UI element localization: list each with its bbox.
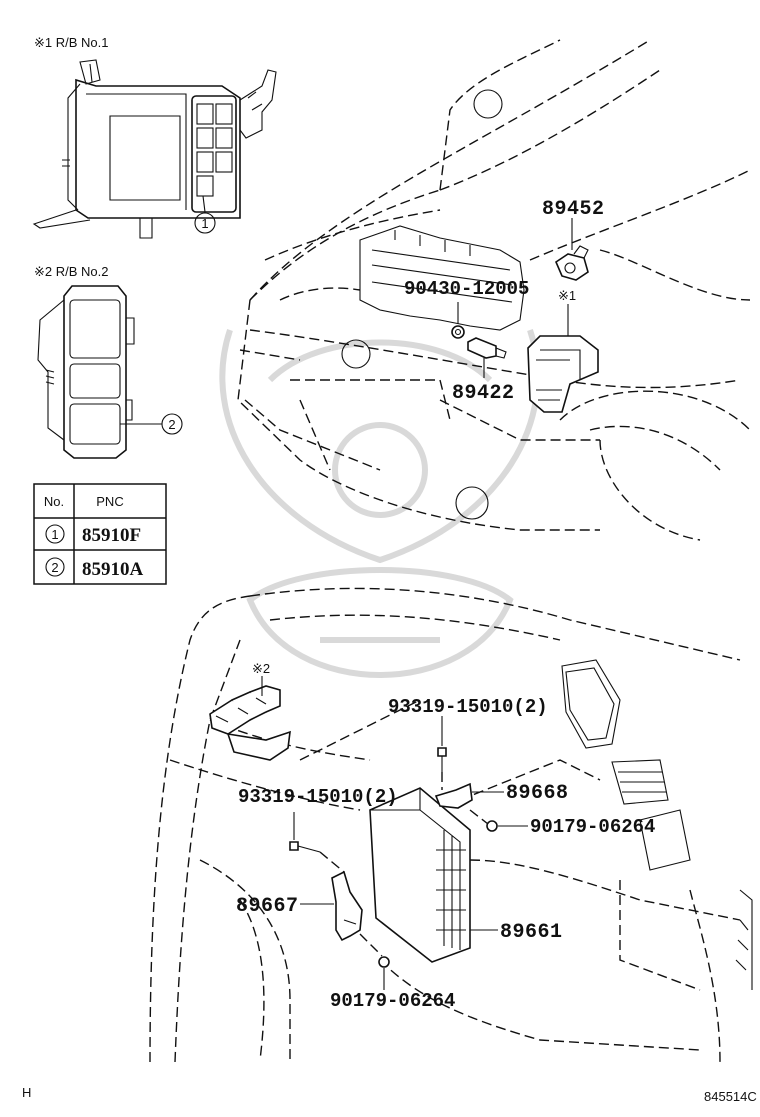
part-screw-top — [437, 747, 447, 772]
assembly-line — [319, 851, 345, 873]
engine-view: 89452 ※1 90430-12005 89422 — [237, 39, 751, 541]
callout-1-circle — [194, 212, 216, 234]
pnc-table-row-no: 1 — [51, 527, 58, 542]
label-screw-left: 93319-15010(2) — [238, 786, 398, 808]
pnc-table-border — [33, 483, 167, 585]
cabin-view: ※2 89661 93319-15010(2) 89668 90179-0 — [149, 587, 753, 1063]
pnc-table-header-pnc: PNC — [96, 494, 123, 509]
label-ref1: ※1 — [558, 288, 576, 303]
inset-rb2: ※2 R/B No.2 2 — [34, 264, 183, 459]
row-number-circle — [45, 524, 65, 544]
part-screw-left — [289, 841, 321, 853]
row-number-circle — [45, 557, 65, 577]
assembly-line — [469, 809, 489, 825]
pnc-table-row-pnc: 85910F — [82, 525, 141, 546]
callout-2-circle — [161, 413, 183, 435]
label-89452: 89452 — [542, 198, 605, 221]
assembly-line — [359, 933, 383, 957]
pnc-table-row: 1 85910F — [45, 524, 141, 546]
label-89668: 89668 — [506, 782, 569, 805]
callout-2-number: 2 — [168, 417, 175, 432]
part-90430-gasket — [451, 325, 465, 339]
pnc-table-header-no: No. — [44, 494, 64, 509]
part-89422-sensor — [467, 337, 507, 359]
callout-1-leader — [202, 195, 206, 213]
inset-rb1-title: ※1 R/B No.1 — [34, 35, 108, 50]
part-89661-ecu — [369, 787, 471, 963]
part-89667-bracket — [331, 870, 363, 942]
part-rb1-location — [527, 335, 599, 413]
footer-left-code: H — [22, 1085, 31, 1100]
part-nut-bottom — [378, 956, 390, 968]
pnc-table-row-no: 2 — [51, 560, 58, 575]
part-nut-top — [486, 820, 498, 832]
pnc-table-row-pnc: 85910A — [82, 559, 144, 580]
instrument-panel-vents — [561, 659, 753, 990]
label-89661: 89661 — [500, 921, 563, 944]
inset-rb1: ※1 R/B No.1 1 — [32, 35, 277, 239]
watermark — [219, 329, 541, 678]
part-89668-bracket — [434, 782, 473, 809]
callout-1-number: 1 — [201, 216, 208, 231]
pnc-table-row: 2 85910A — [45, 557, 144, 580]
relay-block-1-drawing — [32, 59, 277, 239]
label-nut-bottom: 90179-06264 — [330, 990, 455, 1012]
label-ref2: ※2 — [252, 661, 270, 676]
label-90430-12005: 90430-12005 — [404, 278, 529, 300]
relay-block-2-drawing — [37, 285, 135, 459]
label-89667: 89667 — [236, 895, 299, 918]
part-89452-sensor — [555, 245, 589, 281]
inset-rb2-title: ※2 R/B No.2 — [34, 264, 108, 279]
label-screw-top: 93319-15010(2) — [388, 696, 548, 718]
label-nut-top: 90179-06264 — [530, 816, 655, 838]
label-89422: 89422 — [452, 382, 515, 405]
dashboard-outline — [149, 587, 741, 1063]
part-rb2-location — [209, 685, 291, 761]
pnc-table: No. PNC 1 85910F 2 85910A — [33, 483, 167, 585]
footer-drawing-number: 845514C — [704, 1089, 757, 1104]
engine-top-cover — [359, 225, 525, 331]
